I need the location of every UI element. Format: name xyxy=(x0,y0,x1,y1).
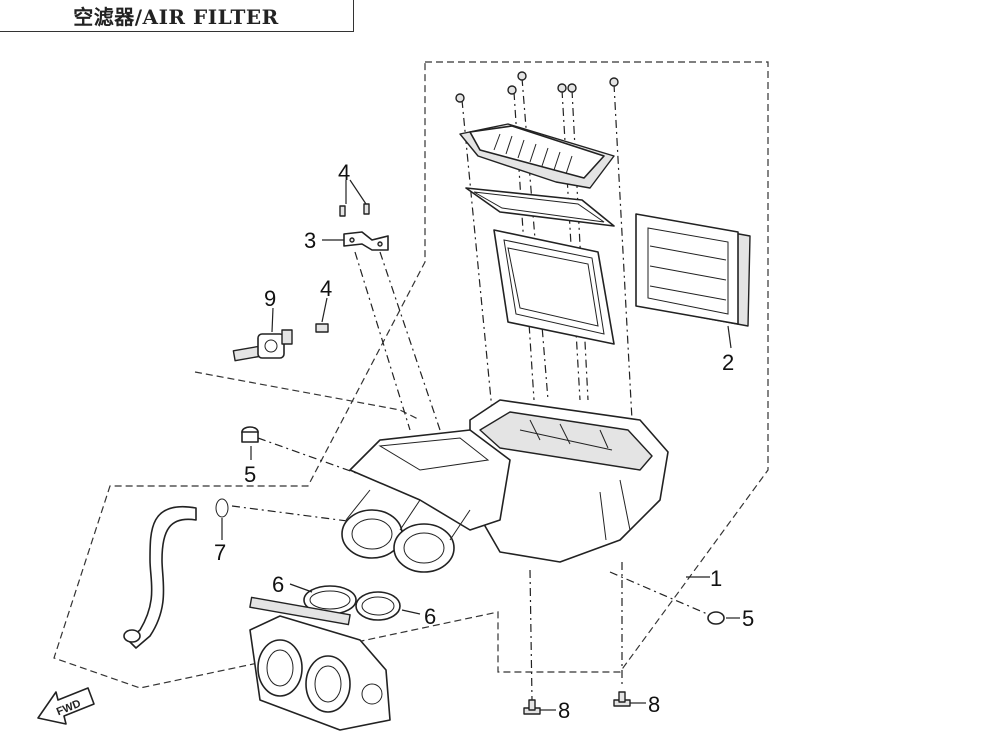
callout-6-left: 6 xyxy=(272,572,284,597)
forward-arrow: FWD xyxy=(37,687,95,725)
callout-7: 7 xyxy=(214,540,226,565)
filter-frame xyxy=(493,229,615,345)
callout-8-left: 8 xyxy=(558,698,570,723)
throttle-body xyxy=(249,596,391,731)
callout-4-lower: 4 xyxy=(320,276,332,301)
mounting-bolts xyxy=(523,691,631,715)
callout-labels: 4 3 4 9 2 5 7 6 6 1 5 8 8 xyxy=(214,160,754,723)
leader-lines xyxy=(231,77,713,701)
filter-element xyxy=(635,213,751,327)
hose-clamps xyxy=(303,585,401,621)
gasket xyxy=(465,187,615,227)
callout-5-left: 5 xyxy=(244,462,256,487)
grommets xyxy=(241,426,725,625)
callout-leaders xyxy=(221,179,740,711)
callout-3: 3 xyxy=(304,228,316,253)
breather-hose xyxy=(123,498,229,649)
bracket xyxy=(343,231,389,251)
diagram-title: 空滤器/AIR FILTER xyxy=(73,4,279,29)
callout-4-top: 4 xyxy=(338,160,350,185)
cover-screws xyxy=(455,71,619,103)
callout-1: 1 xyxy=(710,566,722,591)
callout-6-right: 6 xyxy=(424,604,436,629)
callout-9: 9 xyxy=(264,286,276,311)
sensor xyxy=(232,329,293,362)
callout-5-right: 5 xyxy=(742,606,754,631)
airbox-cover xyxy=(459,123,615,189)
airbox-body xyxy=(341,399,669,573)
bracket-bolts xyxy=(315,203,370,333)
callout-2: 2 xyxy=(722,350,734,375)
title-box: 空滤器/AIR FILTER xyxy=(0,0,354,32)
callout-8-right: 8 xyxy=(648,692,660,717)
